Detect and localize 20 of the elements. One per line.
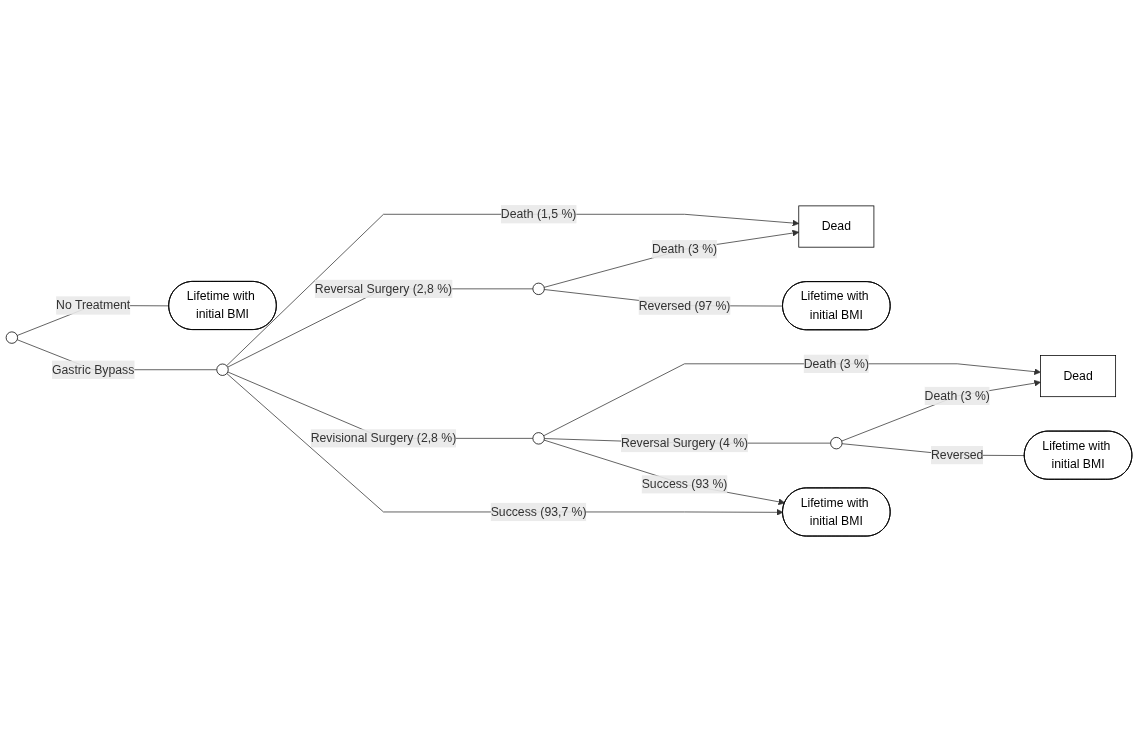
node-circle	[5, 331, 18, 345]
edge-label: Death (1,5 %)	[500, 207, 577, 221]
edge-label: Success (93,7 %)	[490, 505, 587, 519]
node-circle	[532, 432, 545, 445]
edge-label: Death (3 %)	[651, 242, 718, 256]
edge-label: Death (3 %)	[803, 357, 869, 371]
edge-label: Death (3 %)	[924, 389, 990, 403]
node-box: Dead	[1040, 355, 1117, 398]
edge-label: Reversal Surgery (4 %)	[620, 436, 749, 450]
node-circle	[216, 364, 229, 377]
edge-label: Reversal Surgery (2,8 %)	[314, 282, 453, 296]
node-circle	[830, 437, 843, 450]
edge-label: Revisional Surgery (2,8 %)	[310, 431, 457, 445]
edge-label: Gastric Bypass	[52, 363, 135, 377]
edge-label: Success (93 %)	[641, 477, 728, 491]
edge-label: Reversed	[931, 448, 984, 462]
node-box: Dead	[798, 205, 875, 248]
edge-label: Reversed (97 %)	[638, 299, 731, 313]
edge-label: No Treatment	[56, 299, 131, 313]
node-circle	[532, 283, 545, 296]
